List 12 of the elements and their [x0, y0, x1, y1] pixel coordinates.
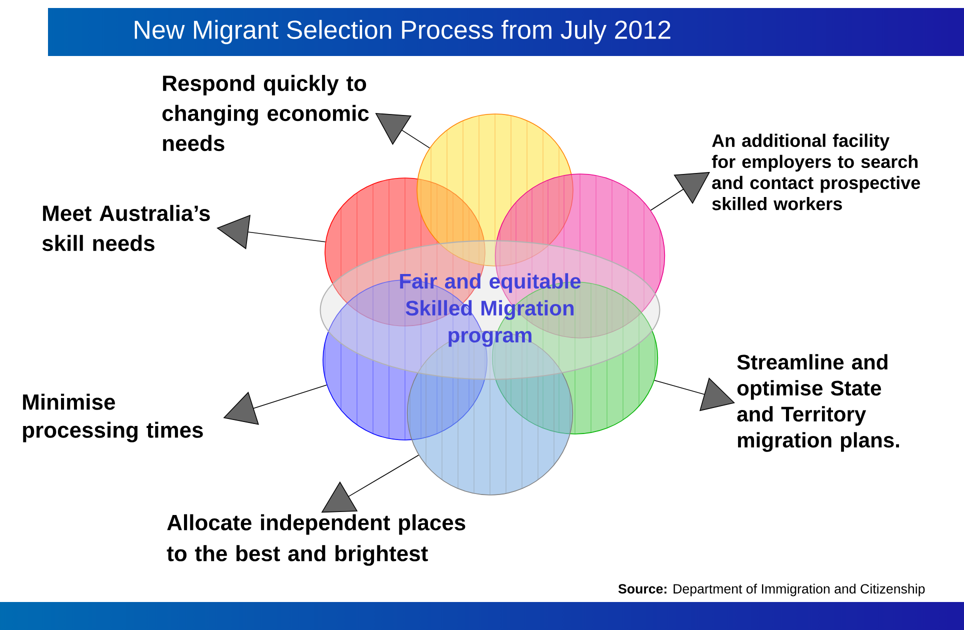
arrow — [650, 172, 710, 211]
source-note: Source: Department of Immigration and Citizenship — [618, 584, 925, 596]
circle — [416, 114, 574, 266]
goal-text: Meet Australia’s skill needs — [42, 204, 210, 252]
arrow — [216, 214, 326, 250]
title: New Migrant Selection Process from July 2012 — [134, 20, 670, 44]
goal-text: Respond quickly to changing economic needs — [162, 74, 369, 152]
circle — [406, 330, 574, 496]
goal-text: Allocate independent places to the best and brightest — [166, 514, 466, 566]
goal-text: An additional facility for employers to search and contact prospective skilled workers — [712, 134, 920, 210]
goal-text: Minimise processing times — [23, 394, 203, 442]
goal-text: Streamline and optimise State and Territory migration plans. — [737, 354, 900, 452]
